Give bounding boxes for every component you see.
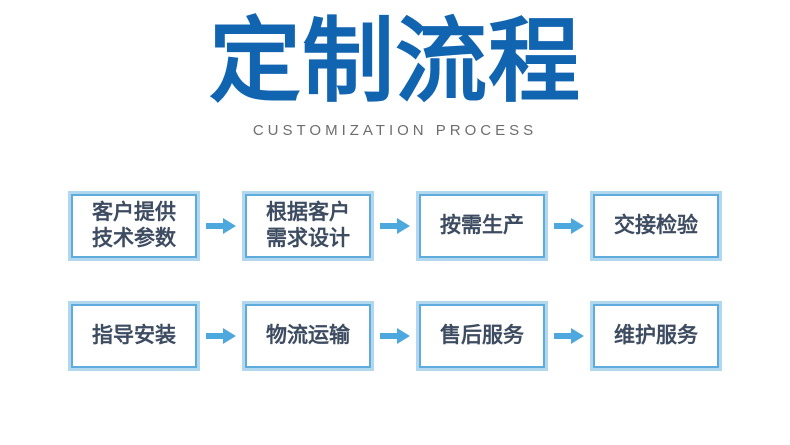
page-subtitle: CUSTOMIZATION PROCESS [252,122,538,139]
step-logistics-transport: 物流运输 [245,304,371,368]
arrow-right-icon [554,328,584,344]
step-handover-inspection: 交接检验 [593,194,719,258]
flow-row-1: 客户提供 技术参数 根据客户 需求设计 按需生产 交接检验 [0,194,790,258]
arrow-right-icon [206,328,236,344]
step-customer-parameters: 客户提供 技术参数 [71,194,197,258]
step-installation-guidance: 指导安装 [71,304,197,368]
flow-row-2: 指导安装 物流运输 售后服务 维护服务 [0,304,790,368]
process-flow: 客户提供 技术参数 根据客户 需求设计 按需生产 交接检验 指导安装 物流运输 … [0,194,790,368]
step-on-demand-production: 按需生产 [419,194,545,258]
step-after-sales-service: 售后服务 [419,304,545,368]
header: 定制流程 CUSTOMIZATION PROCESS [0,0,790,142]
arrow-right-icon [380,218,410,234]
arrow-right-icon [206,218,236,234]
arrow-right-icon [380,328,410,344]
page-title: 定制流程 [208,11,581,113]
step-design-per-requirements: 根据客户 需求设计 [245,194,371,258]
arrow-right-icon [554,218,584,234]
step-maintenance-service: 维护服务 [593,304,719,368]
